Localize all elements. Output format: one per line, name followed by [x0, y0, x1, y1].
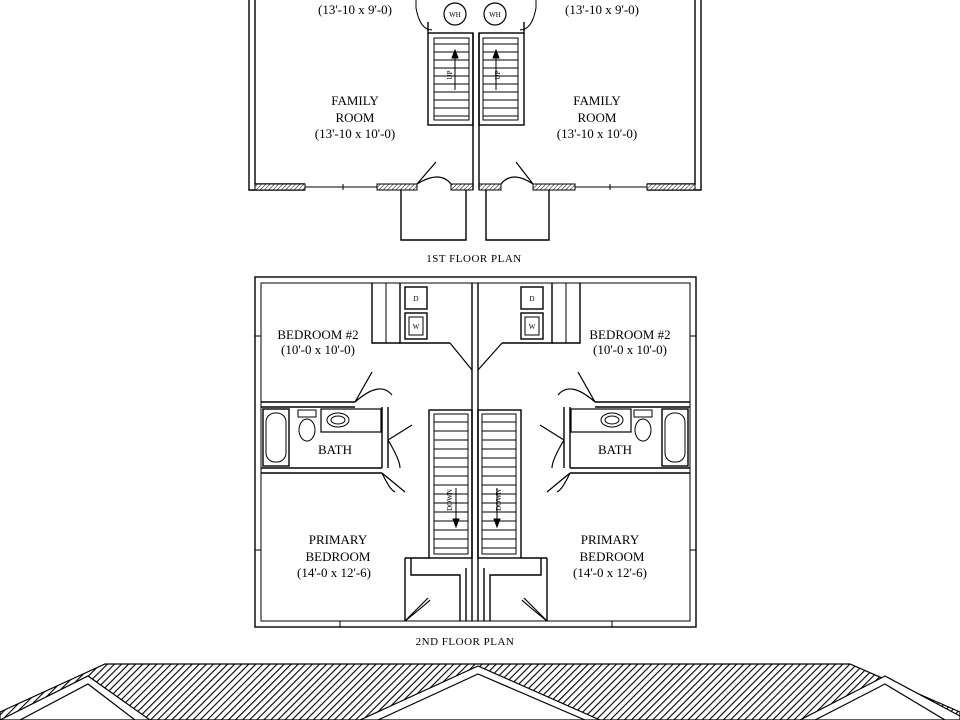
first-floor-caption: 1ST FLOOR PLAN [426, 253, 521, 265]
porch-right [485, 190, 550, 241]
primary-bedroom-left-name-2: BEDROOM [305, 549, 370, 564]
dryer-right [520, 286, 544, 310]
stair-down-right-label: DOWN [495, 489, 503, 511]
first-floor-right-wall [647, 0, 702, 191]
family-room-left-dims: (13'-10 x 10'-0) [315, 126, 396, 141]
family-room-top-dims-left: (13'-10 x 9'-0) [318, 2, 392, 17]
roof-elevation [0, 663, 960, 720]
dryer-right-label: D [529, 295, 534, 303]
washer-right-label: W [529, 323, 536, 331]
bedroom2-right-name: BEDROOM #2 [589, 327, 670, 342]
vanity-right [570, 408, 632, 433]
stair-up-left-label: UP [446, 70, 454, 79]
family-room-right-name-2: ROOM [577, 110, 616, 125]
washer-left [404, 312, 428, 340]
first-floor-party-wall [472, 33, 480, 190]
stair-down-left-label: DOWN [446, 489, 454, 511]
primary-bedroom-left-name-1: PRIMARY [309, 532, 368, 547]
bath-left-label: BATH [318, 442, 352, 457]
family-room-right-name-1: FAMILY [573, 93, 621, 108]
front-door-right [500, 161, 534, 185]
primary-bedroom-right-dims: (14'-0 x 12'-6) [573, 565, 647, 580]
second-floor-stair-left [428, 409, 473, 559]
first-floor-stair-right [478, 32, 525, 126]
washer-left-label: W [413, 323, 420, 331]
second-floor-stair-arrows [452, 488, 501, 529]
first-floor-stair-left [427, 32, 474, 126]
family-room-left-name-1: FAMILY [331, 93, 379, 108]
bedroom2-left-dims: (10'-0 x 10'-0) [281, 342, 355, 357]
family-room-right-dims: (13'-10 x 10'-0) [557, 126, 638, 141]
primary-door-right [546, 472, 571, 493]
primary-bedroom-right-name-2: BEDROOM [579, 549, 644, 564]
bathtub-right [661, 408, 689, 467]
toilet-left-icon [298, 418, 316, 442]
second-floor-party-wall [471, 283, 479, 621]
primary-door-left [381, 472, 406, 493]
second-floor-stair-right [477, 409, 522, 559]
family-room-left-name-2: ROOM [335, 110, 374, 125]
water-heater-right-label: WH [489, 11, 501, 19]
bedroom2-left-name: BEDROOM #2 [277, 327, 358, 342]
water-heater-left-icon [443, 2, 467, 26]
second-floor-plan [254, 276, 697, 628]
porch-left [400, 190, 467, 241]
first-floor-stair-arrows [451, 48, 500, 90]
dryer-left-label: D [413, 295, 418, 303]
second-floor-outer-wall [254, 276, 697, 628]
second-floor-caption: 2ND FLOOR PLAN [416, 636, 515, 648]
first-floor-stair-treads [434, 43, 518, 117]
bedroom2-door-left [354, 371, 393, 403]
bedroom2-door-right [557, 371, 596, 403]
bath-right-label: BATH [598, 442, 632, 457]
primary-bedroom-right-name-1: PRIMARY [581, 532, 640, 547]
second-floor-stair-treads [434, 421, 516, 549]
dryer-left [404, 286, 428, 310]
front-door-left [416, 161, 452, 185]
first-floor-plan [248, 0, 702, 241]
first-floor-left-wall [248, 0, 305, 191]
stair-up-right-label: UP [494, 70, 502, 79]
bedroom2-right-dims: (10'-0 x 10'-0) [593, 342, 667, 357]
washer-right [520, 312, 544, 340]
water-heater-left-label: WH [449, 11, 461, 19]
primary-bedroom-left-dims: (14'-0 x 12'-6) [297, 565, 371, 580]
toilet-right-icon [634, 418, 652, 442]
family-room-top-dims-right: (13'-10 x 9'-0) [565, 2, 639, 17]
bathtub-left [262, 408, 290, 467]
bath-door-right [539, 424, 565, 469]
water-heater-right-icon [483, 2, 507, 26]
vanity-left [320, 408, 382, 433]
bath-door-left [387, 424, 413, 469]
